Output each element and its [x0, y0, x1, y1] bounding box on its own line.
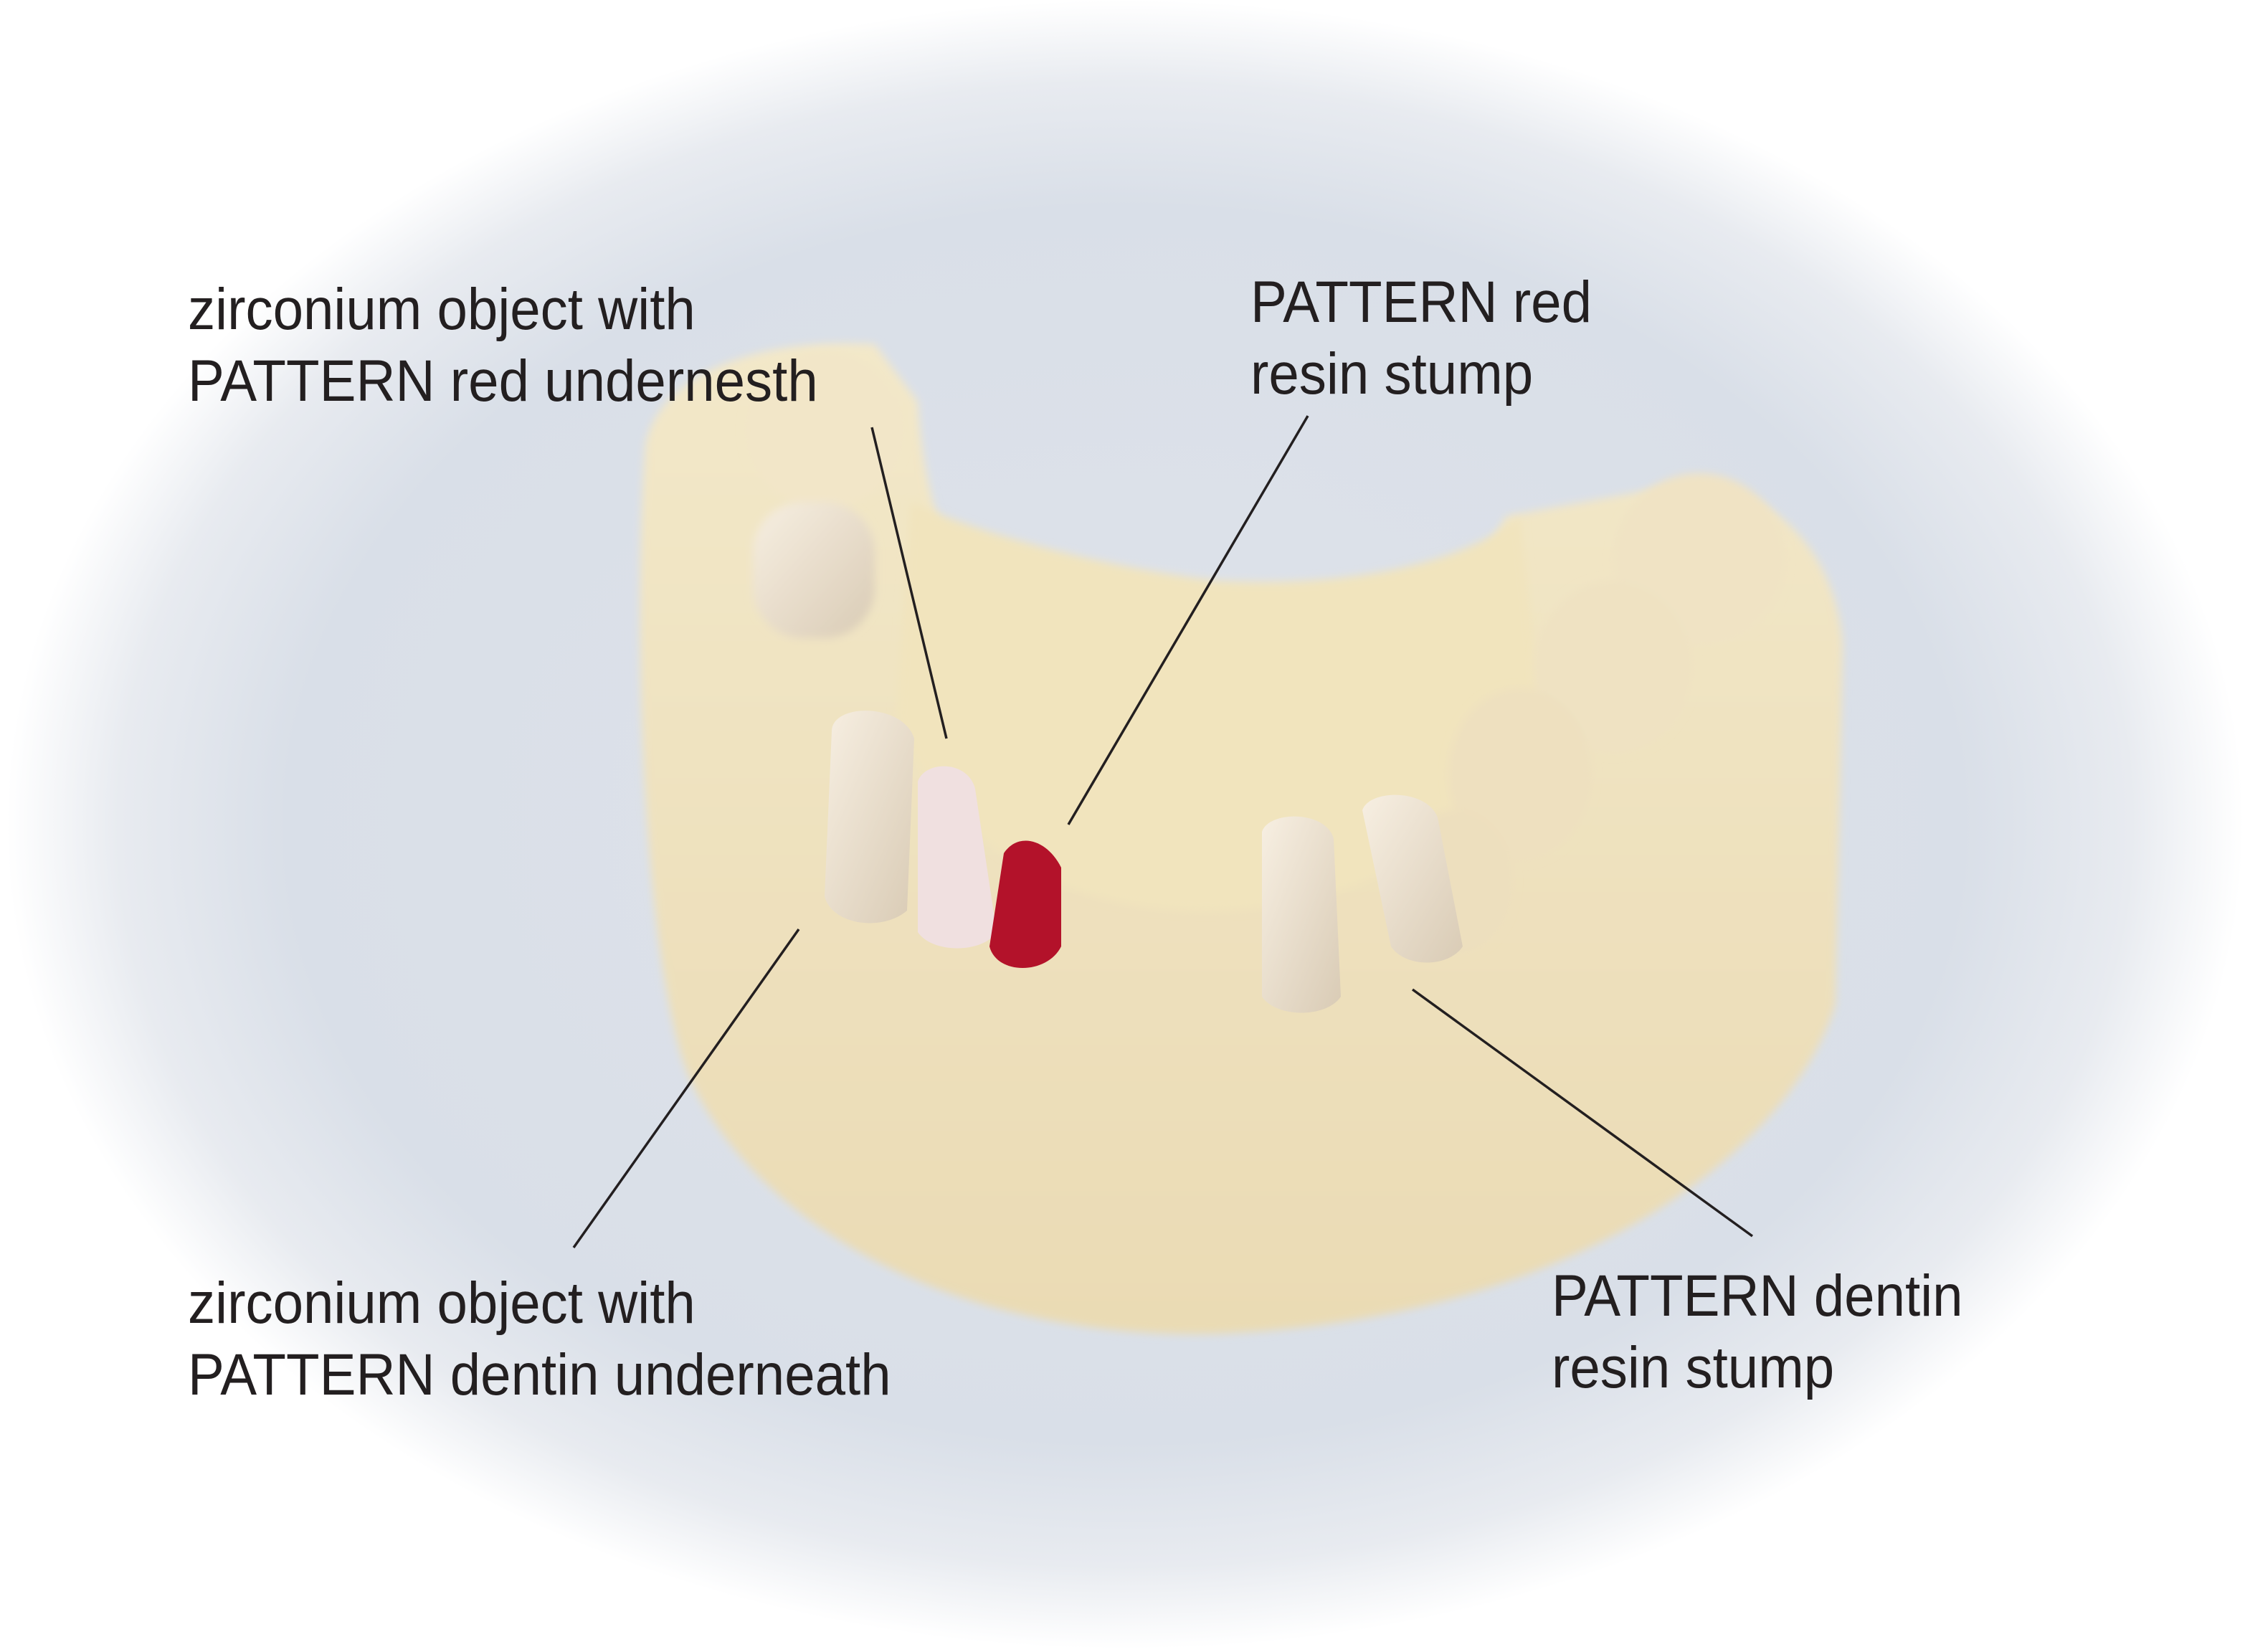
leader-line-2: [1067, 415, 1309, 825]
adjacent-tooth: [1362, 794, 1463, 963]
label-line: resin stump: [1250, 341, 1534, 407]
leader-line-4: [1411, 988, 1754, 1238]
label-line: PATTERN dentin underneath: [188, 1342, 891, 1407]
zirconium-object-dentin: [825, 711, 914, 924]
label-line: zirconium object with: [188, 1271, 696, 1336]
label-zirconium-dentin: zirconium object with PATTERN dentin und…: [188, 1268, 891, 1411]
left-molar-crown: [753, 502, 875, 638]
label-pattern-dentin-stump: PATTERN dentin resin stump: [1552, 1261, 1963, 1404]
label-line: PATTERN dentin: [1552, 1263, 1963, 1329]
label-line: PATTERN red undernesth: [188, 348, 818, 414]
label-zirconium-red: zirconium object with PATTERN red undern…: [188, 274, 818, 417]
label-line: PATTERN red: [1250, 270, 1592, 335]
zirconium-object-red: [918, 766, 997, 949]
leader-line-1: [870, 427, 948, 739]
label-line: resin stump: [1552, 1335, 1835, 1400]
label-pattern-red-stump: PATTERN red resin stump: [1250, 267, 1592, 410]
leader-line-3: [572, 928, 800, 1249]
pattern-dentin-resin-stump: [1262, 816, 1341, 1013]
label-line: zirconium object with: [188, 277, 696, 342]
pattern-red-resin-stump: [989, 840, 1061, 968]
